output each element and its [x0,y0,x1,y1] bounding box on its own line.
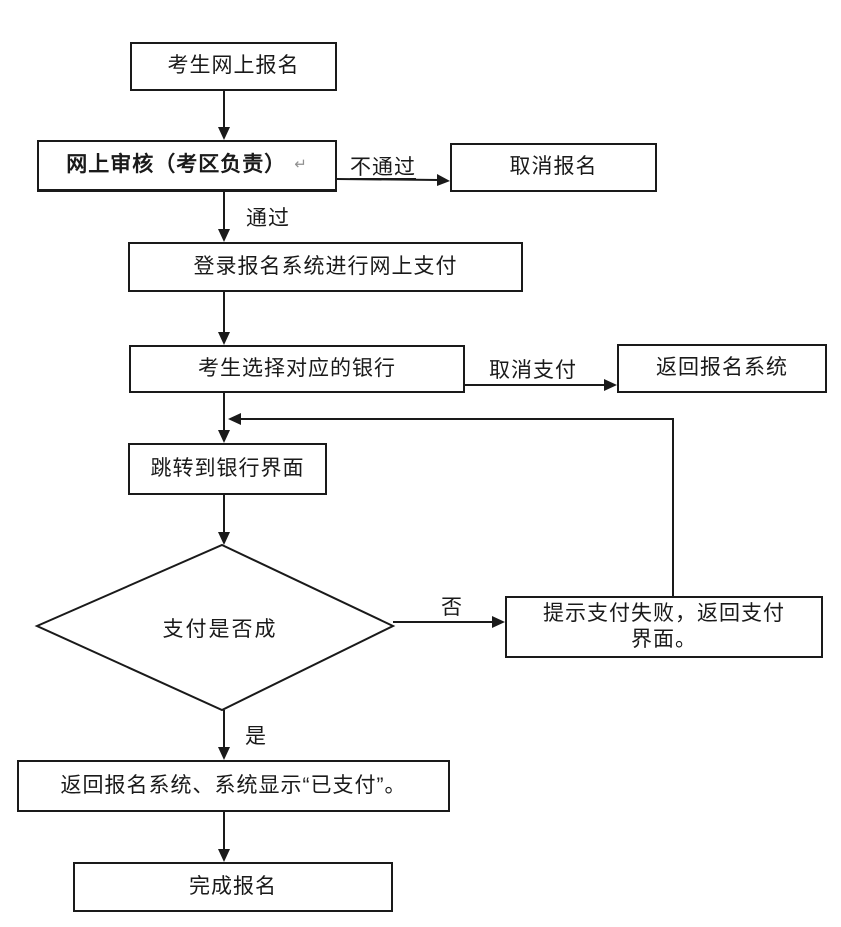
node-label: 提示支付失败，返回支付界面。 [543,601,785,651]
node-return-registration-system: 返回报名系统 [617,344,827,393]
edge-register-review [218,91,230,140]
node-system-shows-paid: 返回报名系统、系统显示“已支付”。 [17,760,450,812]
node-label: 考生网上报名 [167,54,300,78]
node-label: 完成报名 [189,874,277,898]
edge-label-cancel-payment: 取消支付 [489,359,577,382]
edge-label-pass: 通过 [246,207,290,230]
node-label: 返回报名系统 [656,356,788,380]
node-jump-to-bank-page: 跳转到银行界面 [128,443,327,495]
edge-choosebank-returnsystem [465,379,617,391]
node-label: 考生选择对应的银行 [198,356,396,380]
return-mark-icon: ↵ [294,156,308,174]
node-cancel-registration: 取消报名 [450,143,657,192]
edge-review-cancel [336,174,450,186]
node-registration-complete: 完成报名 [73,862,393,912]
edge-decision-fail [393,616,505,628]
edge-review-loginpay [218,192,230,242]
node-payment-success-decision: 支付是否成 [60,613,380,643]
node-label: 取消报名 [509,155,598,179]
edge-fail-feedback [228,413,674,596]
edge-jumpbank-decision [218,495,230,545]
node-candidate-online-registration: 考生网上报名 [130,42,337,91]
edge-label-not-pass: 不通过 [350,156,416,179]
edge-decision-success [218,710,230,760]
edge-choosebank-jumpbank [218,393,230,443]
edge-success-complete [218,812,230,862]
edge-loginpay-choosebank [218,292,230,345]
node-login-online-payment: 登录报名系统进行网上支付 [128,242,523,292]
node-label: 跳转到银行界面 [150,456,305,480]
edge-label-no: 否 [441,596,463,619]
node-payment-failed-message: 提示支付失败，返回支付界面。 [505,596,823,658]
node-label: 支付是否成 [162,618,278,641]
node-label: 登录报名系统进行网上支付 [193,254,458,278]
node-label: 返回报名系统、系统显示“已支付”。 [60,773,407,797]
node-online-review: 网上审核（考区负责） ↵ [37,140,337,192]
node-label: 网上审核（考区负责） [66,153,287,177]
node-choose-bank: 考生选择对应的银行 [129,345,465,393]
edge-label-yes: 是 [245,725,267,748]
decision-diamond-shape [34,543,396,712]
